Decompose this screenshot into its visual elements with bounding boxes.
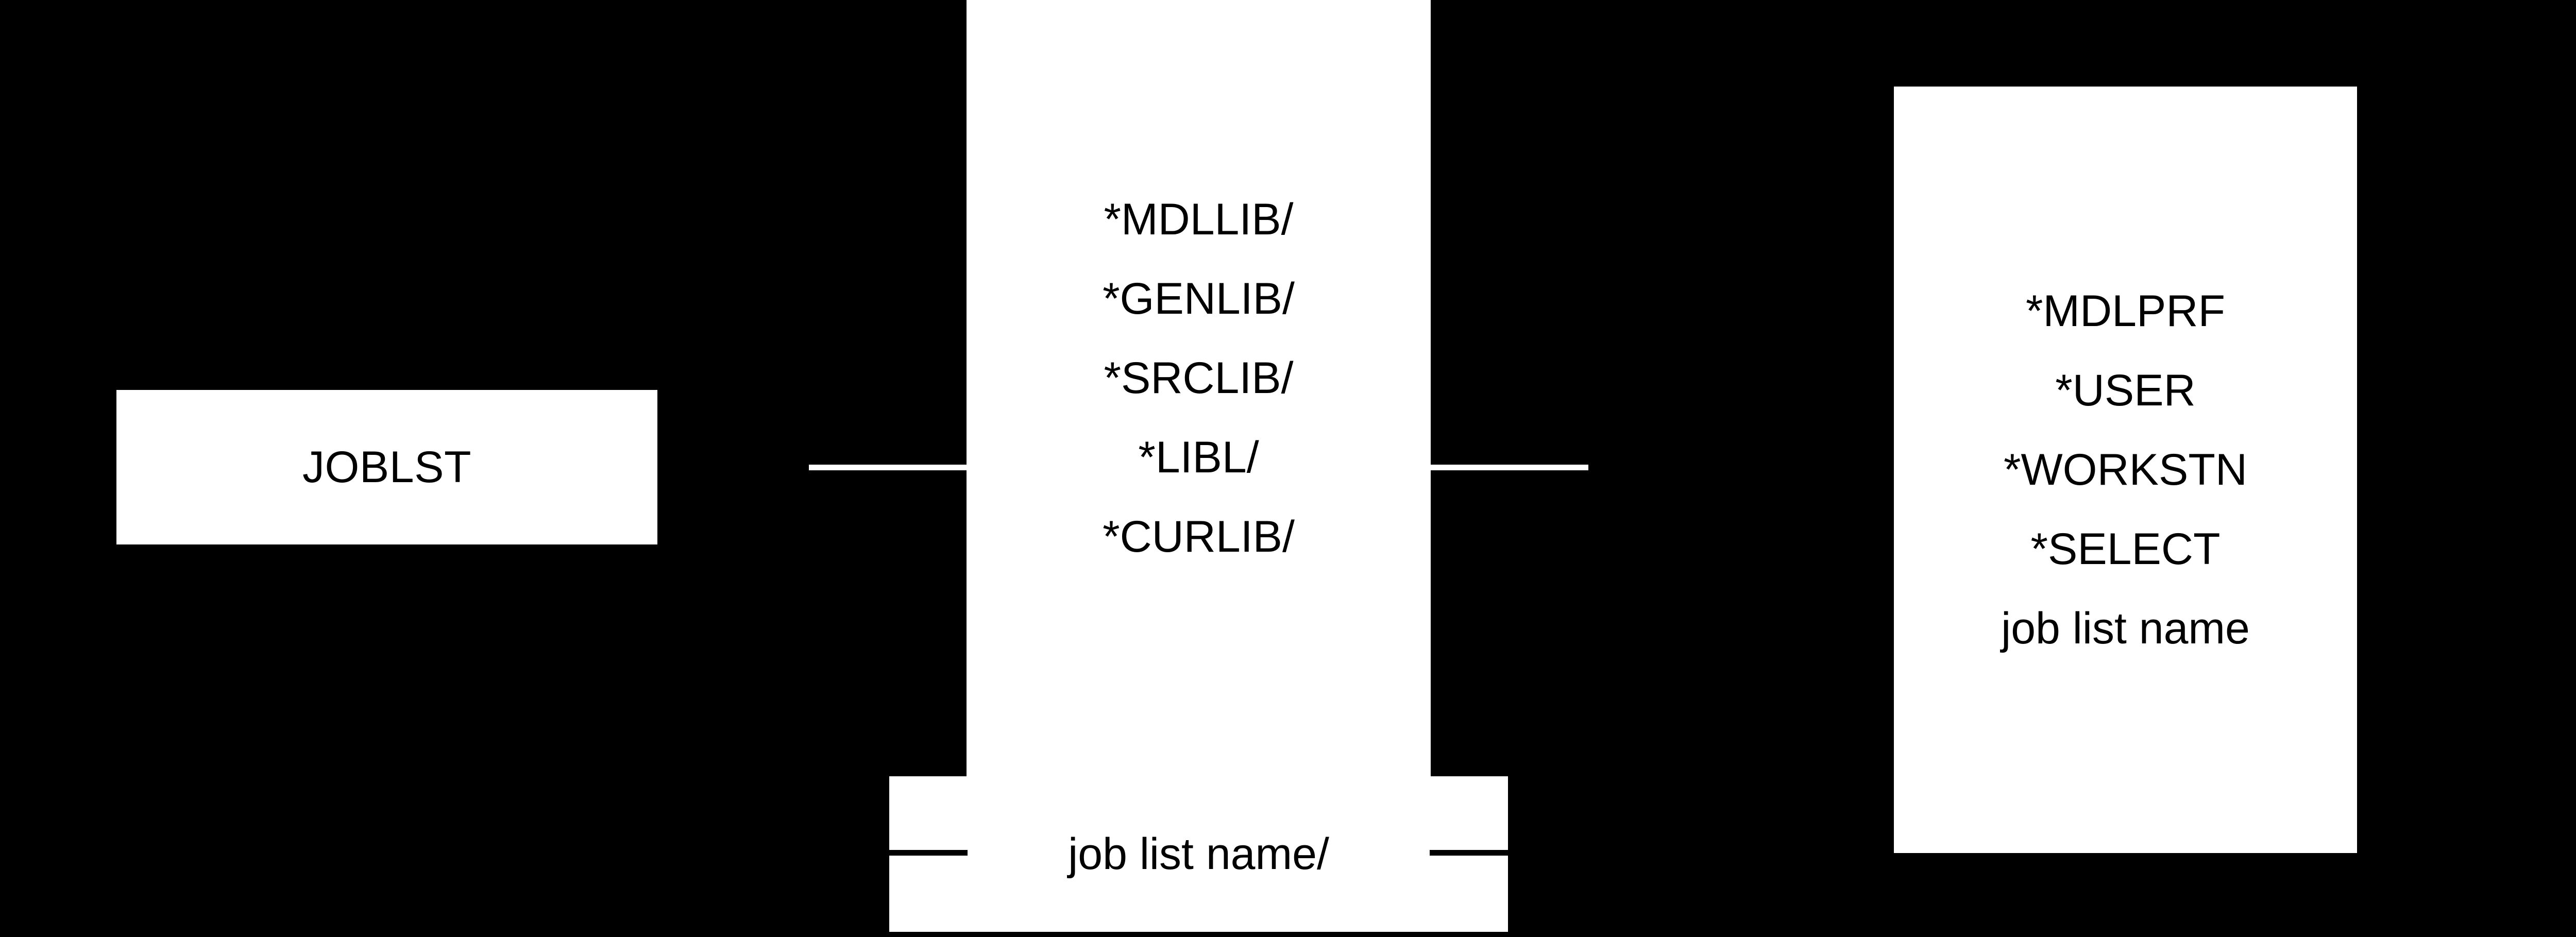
connector-library-to-joblist	[1431, 465, 1588, 470]
job-list-name-qualifier-label: job list name/	[1068, 829, 1329, 879]
keyword-box-joblst[interactable]: JOBLST	[116, 390, 657, 544]
library-option-curlib: *CURLIB/	[1103, 512, 1295, 561]
connector-name-left-stub	[889, 850, 968, 856]
library-option-libl: *LIBL/	[1138, 433, 1259, 482]
library-option-srclib: *SRCLIB/	[1104, 353, 1294, 403]
library-option-genlib: *GENLIB/	[1103, 274, 1295, 323]
keyword-label: JOBLST	[302, 442, 471, 492]
job-list-option-mdlprf: *MDLPRF	[2025, 286, 2226, 336]
job-list-value-box[interactable]: *MDLPRF *USER *WORKSTN *SELECT job list …	[1894, 87, 2357, 853]
job-list-option-name: job list name	[2001, 604, 2250, 653]
library-qualifier-box[interactable]: *MDLLIB/ *GENLIB/ *SRCLIB/ *LIBL/ *CURLI…	[967, 0, 1431, 777]
library-option-mdllib: *MDLLIB/	[1104, 195, 1294, 244]
job-list-option-select: *SELECT	[2030, 524, 2221, 574]
job-list-option-user: *USER	[2055, 366, 2196, 415]
connector-joblst-to-library	[809, 465, 969, 470]
job-list-name-qualifier-box[interactable]: job list name/	[889, 776, 1508, 932]
connector-name-right-stub	[1430, 850, 1508, 856]
job-list-option-workstn: *WORKSTN	[2004, 445, 2247, 495]
